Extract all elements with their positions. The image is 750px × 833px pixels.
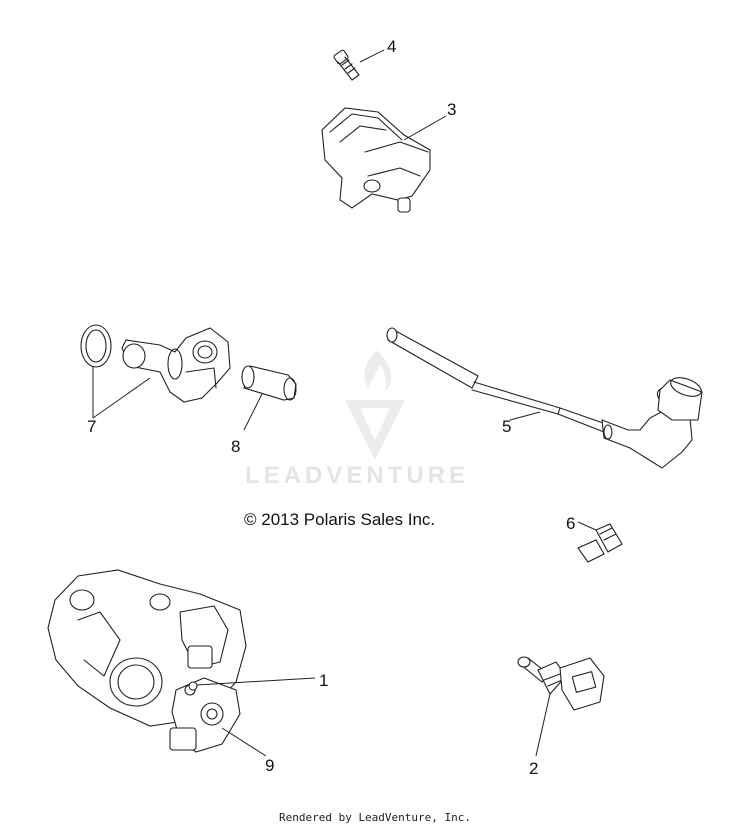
render-credit: Rendered by LeadVenture, Inc. (278, 811, 472, 824)
screw-part-1[interactable] (188, 677, 316, 691)
callout-3[interactable]: 3 (447, 100, 457, 119)
callout-5[interactable]: 5 (502, 417, 512, 436)
callout-9[interactable]: 9 (265, 756, 275, 775)
bolt-part-4[interactable] (333, 49, 385, 81)
throttle-position-sensor-part-9[interactable] (169, 677, 267, 757)
callout-6[interactable]: 6 (566, 514, 576, 533)
map-sensor-part-3[interactable] (321, 107, 447, 213)
callout-1[interactable]: 1 (319, 671, 329, 690)
o-ring-part-7[interactable] (80, 324, 112, 368)
leadventure-logo-icon (345, 350, 405, 460)
copyright-notice: © 2013 Polaris Sales Inc. (244, 510, 436, 529)
crank-position-sensor-part-7[interactable] (92, 327, 231, 419)
callout-4[interactable]: 4 (387, 37, 397, 56)
temperature-sensor-part-2[interactable] (517, 656, 605, 757)
watermark-text: LEADVENTURE (245, 462, 470, 489)
callout-8[interactable]: 8 (231, 437, 241, 456)
callout-7[interactable]: 7 (87, 417, 97, 436)
sleeve-part-8[interactable] (241, 365, 297, 431)
callout-2[interactable]: 2 (529, 759, 539, 778)
bolt-part-6[interactable] (577, 521, 623, 563)
speed-sensor-part-5[interactable] (386, 327, 704, 469)
